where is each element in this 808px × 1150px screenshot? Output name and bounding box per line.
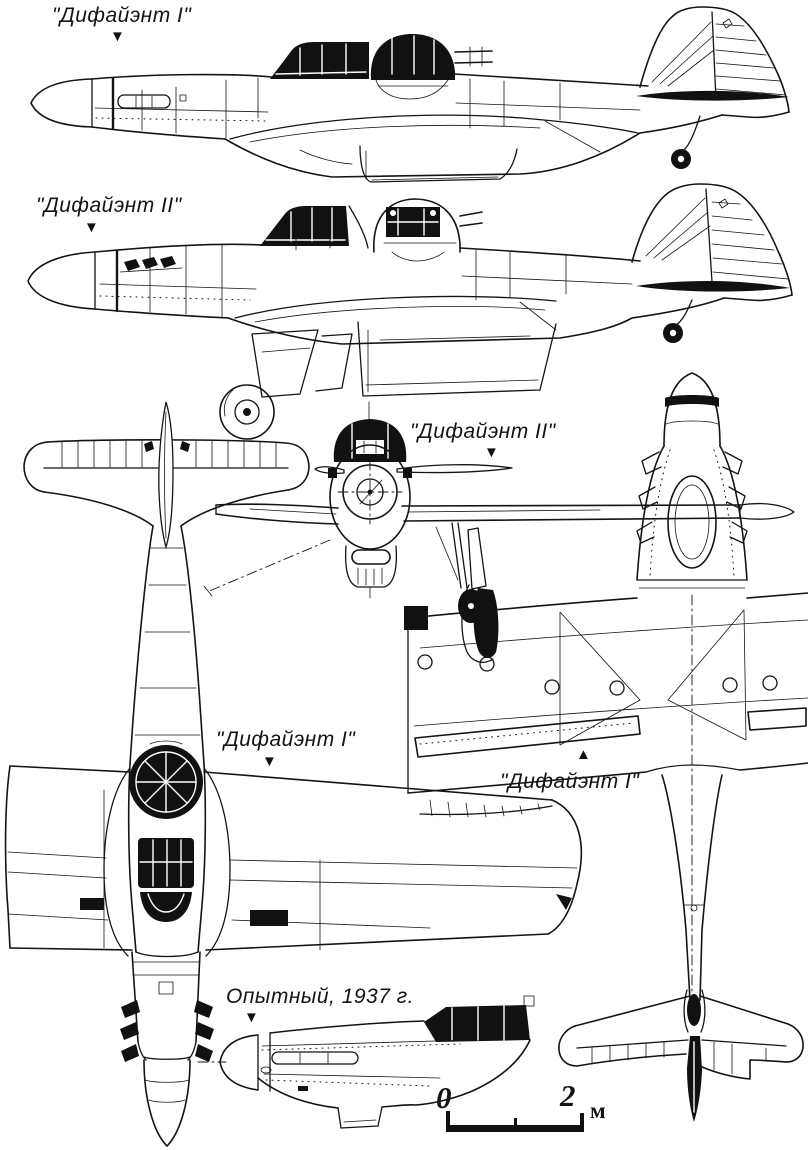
canopy-side2 (260, 206, 349, 246)
label-front-view: "Дифайэнт II" (410, 420, 556, 443)
canopy-side1 (270, 42, 369, 79)
scale-unit-label: м (590, 1098, 606, 1123)
fin-edge-top-view (158, 401, 174, 550)
marker-front-view: ▼ (484, 444, 499, 461)
label-prototype-view: Опытный, 1937 г. (226, 985, 414, 1008)
canopy-top-view (138, 838, 194, 888)
turret-side1 (370, 33, 455, 80)
bottom-view-defiant-1 (404, 372, 808, 1122)
marker-bottom-view: ▲ (576, 746, 591, 763)
canopy-prototype (424, 1005, 530, 1042)
prototype-1937-view (197, 995, 535, 1129)
scale-two-label: 2 (560, 1078, 576, 1113)
side-view-defiant-1 (30, 6, 790, 183)
stabilizer-side2 (636, 280, 790, 292)
marker-prototype-view: ▼ (244, 1009, 259, 1026)
tailwheel-bottom-view (687, 994, 701, 1026)
marker-top-view: ▼ (262, 753, 277, 770)
stabilizer-side1 (636, 90, 789, 101)
label-side-view-2: "Дифайэнт II" (36, 194, 182, 217)
label-top-view: "Дифайэнт I" (216, 728, 356, 751)
gear-leg-bottom-view (473, 588, 499, 658)
scale-bar (446, 1111, 584, 1132)
marker-side-view-1: ▼ (110, 28, 125, 45)
top-view-defiant-1 (4, 401, 583, 1147)
marker-side-view-2: ▼ (84, 219, 99, 236)
front-view-defiant-2 (203, 401, 795, 623)
side-view-defiant-2 (27, 183, 793, 440)
label-bottom-view: "Дифайэнт I" (500, 770, 640, 793)
scale-zero-label: 0 (436, 1080, 452, 1115)
label-side-view-1: "Дифайэнт I" (52, 4, 192, 27)
